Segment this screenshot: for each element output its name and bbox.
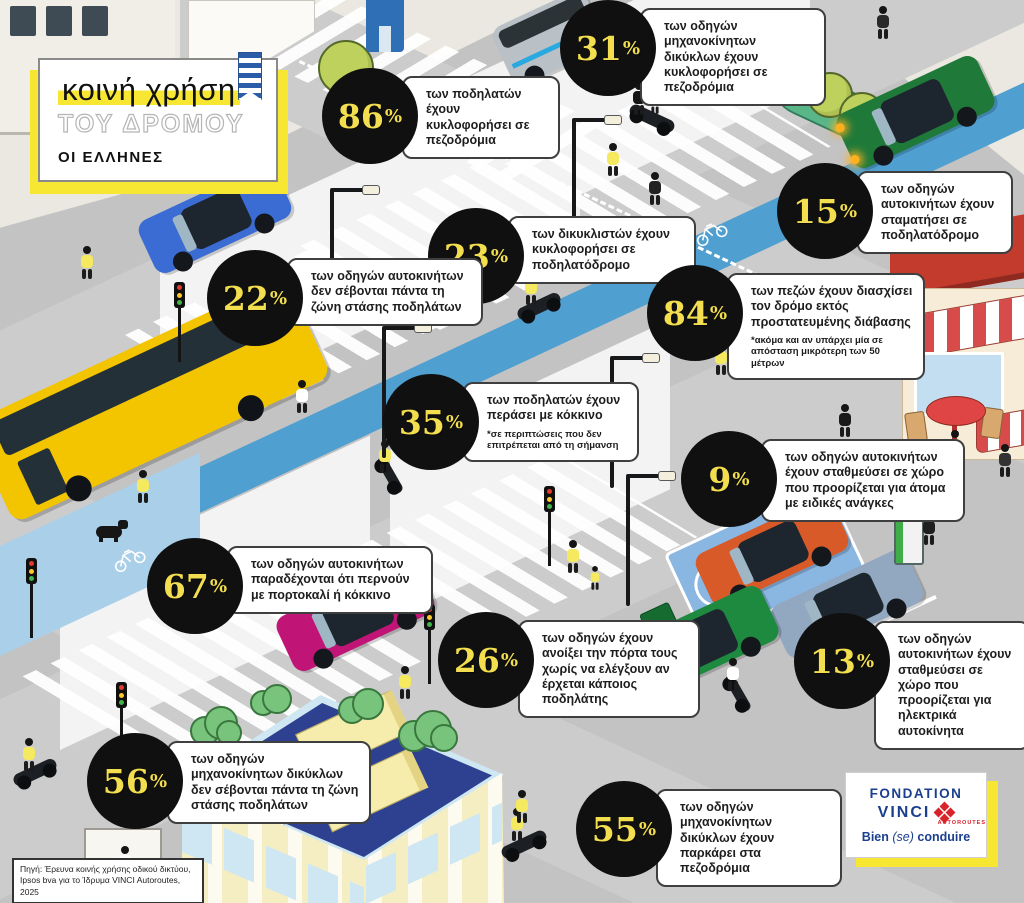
title-heading: κοινή χρήση <box>58 72 240 108</box>
title-subheading: ΤΟΥ ΔΡΟΜΟΥ <box>57 109 245 138</box>
stat-text: των δικυκλιστών έχουν κυκλοφορήσει σε πο… <box>532 227 670 272</box>
stat-cars-stopped-bike-lane: 15% των οδηγών αυτοκινήτων έχουν σταματή… <box>777 163 1013 259</box>
stat-text: των οδηγών έχουν ανοίξει την πόρτα τους … <box>542 631 678 706</box>
stat-text: των οδηγών αυτοκινήτων παραδέχονται ότι … <box>251 557 410 602</box>
stat-text: των οδηγών αυτοκινήτων έχουν σταθμεύσει … <box>785 450 946 510</box>
cyclist <box>726 658 740 691</box>
bicycle-marking-icon <box>696 223 728 247</box>
pedestrian <box>398 666 412 699</box>
title-card: κοινή χρήση ΤΟΥ ΔΡΟΜΟΥ ΟΙ ΕΛΛΗΝΕΣ <box>38 52 278 182</box>
pedestrian <box>80 246 94 279</box>
stat-cars-bike-box: 22% των οδηγών αυτοκινήτων δεν σέβονται … <box>207 250 483 346</box>
source-note: Πηγή: Έρευνα κοινής χρήσης οδικού δικτύο… <box>12 858 204 903</box>
stat-circle: 55% <box>576 781 672 877</box>
pedestrian <box>838 404 852 437</box>
stat-text: των πεζών έχουν διασχίσει τον δρόμο εκτό… <box>751 284 913 329</box>
stat-circle: 84% <box>647 265 743 361</box>
stat-motorcycles-bike-lane: 23% των δικυκλιστών έχουν κυκλοφορήσει σ… <box>428 208 696 304</box>
stat-circle: 31% <box>560 0 656 96</box>
street-lamp <box>572 115 622 250</box>
pedestrian <box>648 172 662 205</box>
logo-vinci: VINCI <box>877 804 931 821</box>
stat-text: των ποδηλατών έχουν κυκλοφορήσει σε πεζο… <box>426 87 530 147</box>
stat-drivers-door-cyclist: 26% των οδηγών έχουν ανοίξει την πόρτα τ… <box>438 612 700 719</box>
stat-cyclists-sidewalk: 86% των ποδηλατών έχουν κυκλοφορήσει σε … <box>322 68 560 164</box>
pedestrian-worker <box>515 790 529 823</box>
stat-cars-disabled-space: 9% των οδηγών αυτοκινήτων έχουν σταθμεύσ… <box>681 431 965 527</box>
stat-circle: 15% <box>777 163 873 259</box>
stat-cyclists-red-light: 35% των ποδηλατών έχουν περάσει με κόκκι… <box>383 374 639 470</box>
street-lamp <box>626 471 676 606</box>
stat-circle: 86% <box>322 68 418 164</box>
greek-flag-icon <box>238 52 262 100</box>
street-lamp <box>330 185 380 320</box>
stat-cars-run-orange-red: 67% των οδηγών αυτοκινήτων παραδέχονται … <box>147 538 433 634</box>
bicycle-marking-icon <box>114 549 146 573</box>
cafe-table <box>926 396 986 426</box>
traffic-light <box>174 282 186 364</box>
vinci-emblem-icon <box>933 801 956 824</box>
stat-text: των οδηγών αυτοκινήτων δεν σέβονται πάντ… <box>311 269 464 314</box>
stat-text: των οδηγών αυτοκινήτων έχουν σταματήσει … <box>881 182 995 242</box>
stat-circle: 35% <box>383 374 479 470</box>
pedestrian-child <box>590 566 600 590</box>
vinci-logo-card: FONDATION VINCI AUTOROUTES Bien (se) con… <box>845 772 987 858</box>
stat-circle: 9% <box>681 431 777 527</box>
stat-motorcycles-sidewalk: 31% των οδηγών μηχανοκίνητων δικύκλων έχ… <box>560 0 826 107</box>
pedestrian-elder <box>566 540 580 573</box>
traffic-light <box>26 558 38 640</box>
pedestrian <box>876 6 890 39</box>
stat-circle: 22% <box>207 250 303 346</box>
stat-motorcycles-bike-box: 56% των οδηγών μηχανοκίνητων δικύκλων δε… <box>87 733 371 829</box>
stat-text: των οδηγών μηχανοκίνητων δικύκλων έχουν … <box>664 19 768 94</box>
stat-cars-ev-space: 13% των οδηγών αυτοκινήτων έχουν σταθμεύ… <box>794 613 1024 750</box>
stat-circle: 26% <box>438 612 534 708</box>
stat-text: των ποδηλατών έχουν περάσει με κόκκινο <box>487 393 621 423</box>
pedestrian <box>295 380 309 413</box>
stat-note: *σε περιπτώσεις που δεν επιτρέπεται από … <box>487 428 619 451</box>
stat-circle: 56% <box>87 733 183 829</box>
logo-fondation: FONDATION <box>869 786 963 801</box>
stat-note: *ακόμα και αν υπάρχει μία σε απόσταση μι… <box>751 334 883 369</box>
pedestrian <box>606 143 620 176</box>
stat-pedestrians-jaywalk: 84% των πεζών έχουν διασχίσει τον δρόμο … <box>647 265 925 380</box>
dog-walker <box>136 470 150 503</box>
shop-blue <box>366 0 404 52</box>
stat-text: των οδηγών αυτοκινήτων έχουν σταθμεύσει … <box>898 632 1012 738</box>
stat-text: των οδηγών μηχανοκίνητων δικύκλων έχουν … <box>680 800 775 875</box>
dog <box>96 520 128 542</box>
logo-autoroutes: AUTOROUTES <box>937 820 986 826</box>
stat-circle: 67% <box>147 538 243 634</box>
traffic-light <box>544 486 556 568</box>
logo-slogan: Bien (se) conduire <box>861 830 971 844</box>
scooter-rider <box>22 738 36 771</box>
title-tagline: ΟΙ ΕΛΛΗΝΕΣ <box>58 149 164 166</box>
stat-circle: 13% <box>794 613 890 709</box>
pedestrian <box>998 444 1012 477</box>
stat-text: των οδηγών μηχανοκίνητων δικύκλων δεν σέ… <box>191 752 359 812</box>
stat-motorcycles-parked-sidewalk: 55% των οδηγών μηχανοκίνητων δικύκλων έχ… <box>576 781 842 888</box>
